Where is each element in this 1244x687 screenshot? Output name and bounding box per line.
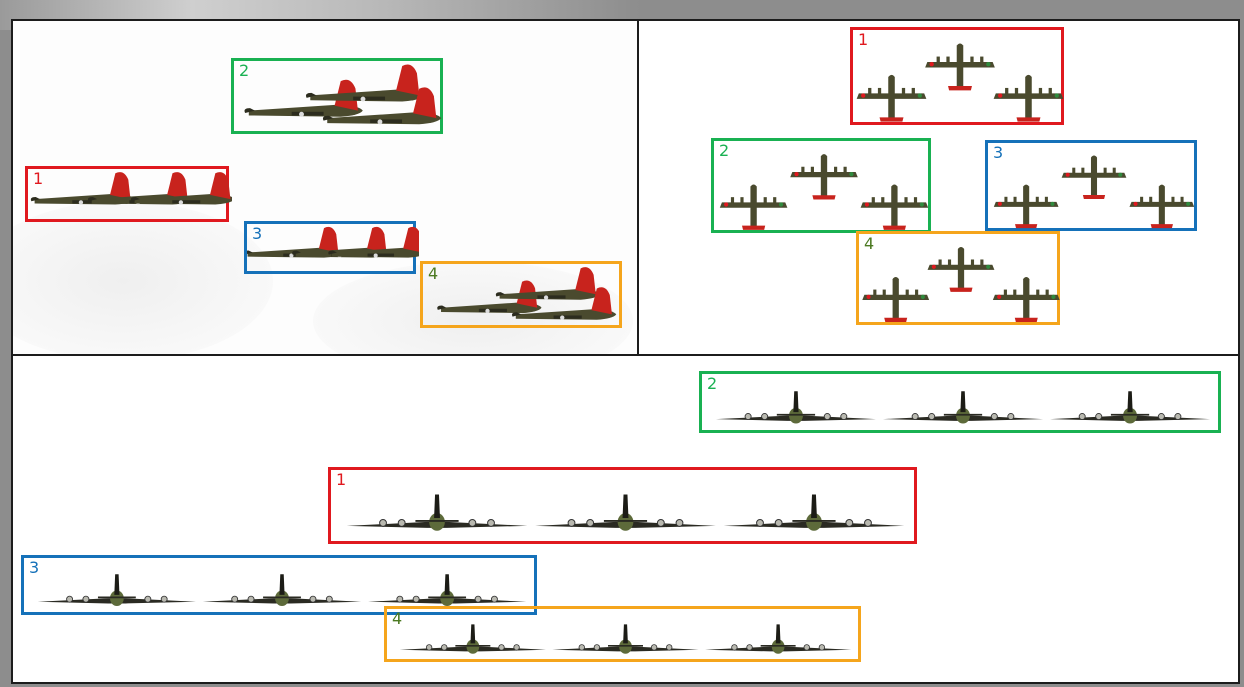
- formation-aircraft-group: [30, 172, 232, 205]
- rear-formation-1: 1: [328, 467, 917, 544]
- formation-aircraft-group: [399, 624, 852, 654]
- formation-aircraft-group: [856, 43, 1064, 122]
- top-formation-3: 3: [985, 140, 1197, 231]
- bomber-top-icon: [993, 184, 1059, 229]
- formation-number: 1: [336, 470, 347, 489]
- bomber-side-icon: [244, 79, 363, 117]
- bomber-rear-icon: [202, 574, 362, 607]
- bomber-rear-icon: [346, 494, 528, 531]
- formation-number: 2: [239, 61, 250, 80]
- formation-number: 1: [33, 169, 44, 188]
- bomber-top-icon: [1129, 184, 1195, 229]
- bomber-side-icon: [511, 287, 617, 320]
- side-formation-2: 2: [231, 58, 443, 134]
- formation-aircraft-group: [244, 64, 442, 125]
- formation-aircraft-group: [719, 154, 929, 230]
- side-formation-3: 3: [244, 221, 419, 274]
- formation-aircraft-group: [346, 494, 905, 531]
- side-formation-4: 4: [420, 261, 622, 328]
- formation-number: 3: [252, 224, 263, 243]
- bomber-top-icon: [856, 74, 927, 122]
- bomber-rear-icon: [368, 574, 527, 607]
- bomber-top-icon: [860, 184, 929, 230]
- bomber-side-icon: [495, 267, 601, 300]
- formation-aircraft-group: [715, 391, 1211, 424]
- formation-aircraft-group: [247, 226, 419, 258]
- rear-view-panel: 2 1 3 4: [11, 354, 1240, 684]
- bomber-rear-icon: [399, 624, 546, 654]
- bomber-side-icon: [305, 64, 425, 102]
- formation-number: 4: [428, 264, 439, 283]
- bomber-rear-icon: [715, 391, 876, 424]
- bomber-top-icon: [790, 154, 858, 200]
- bomber-rear-icon: [882, 391, 1044, 424]
- bomber-top-icon: [992, 277, 1060, 322]
- bomber-top-icon: [993, 74, 1064, 122]
- top-formation-2: 2: [711, 138, 931, 233]
- bomber-rear-icon: [535, 494, 716, 531]
- formation-aircraft-group: [993, 155, 1195, 229]
- formation-number: 3: [993, 143, 1004, 162]
- bomber-rear-icon: [723, 494, 905, 531]
- bomber-top-icon: [1061, 155, 1127, 200]
- bomber-top-icon: [862, 277, 930, 322]
- top-view-panel: 1 2 3 4: [637, 19, 1240, 356]
- rear-formation-3: 3: [21, 555, 537, 615]
- bomber-rear-icon: [1050, 391, 1211, 424]
- bomber-side-icon: [130, 172, 232, 205]
- formation-aircraft-group: [862, 246, 1060, 322]
- top-formation-1: 1: [850, 27, 1064, 125]
- formation-number: 2: [719, 141, 730, 160]
- formation-aircraft-group: [437, 267, 617, 320]
- bomber-top-icon: [719, 184, 788, 230]
- formation-aircraft-group: [37, 574, 527, 607]
- formation-number: 4: [864, 234, 875, 253]
- cloud: [13, 201, 273, 354]
- bomber-top-icon: [925, 43, 995, 91]
- bomber-side-icon: [328, 226, 419, 258]
- bomber-top-icon: [927, 246, 995, 292]
- formation-number: 4: [392, 609, 403, 628]
- bomber-rear-icon: [37, 574, 196, 607]
- formation-number: 2: [707, 374, 718, 393]
- top-formation-4: 4: [856, 231, 1060, 325]
- side-formation-1: 1: [25, 166, 232, 222]
- formation-number: 1: [858, 30, 869, 49]
- rear-formation-4: 4: [384, 606, 861, 662]
- formation-number: 3: [29, 558, 40, 577]
- bomber-rear-icon: [705, 624, 852, 654]
- side-view-panel: 2 1 3 4: [11, 19, 639, 356]
- bomber-rear-icon: [552, 624, 699, 654]
- rear-formation-2: 2: [699, 371, 1221, 433]
- bomber-side-icon: [322, 87, 442, 125]
